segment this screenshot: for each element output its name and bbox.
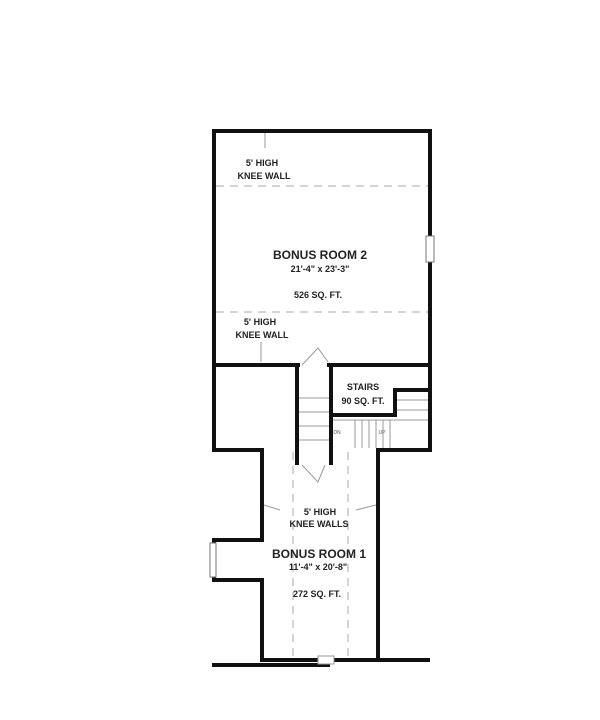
walls	[212, 129, 432, 667]
bonus-room-1-area: 272 SQ. FT.	[293, 589, 341, 599]
window-left	[209, 542, 217, 578]
knee-wall-bottom-label-1: 5' HIGH	[244, 317, 276, 327]
knee-walls-label-2: KNEE WALLS	[289, 519, 348, 529]
door-bottom	[317, 655, 335, 665]
stairs-name: STAIRS	[347, 382, 379, 392]
stair-treads	[299, 347, 428, 483]
bonus-room-1-name: BONUS ROOM 1	[272, 547, 366, 561]
bonus-room-2-area: 526 SQ. FT.	[294, 290, 342, 300]
stairs-up: UP	[379, 430, 387, 436]
bonus-room-1-dims: 11'-4" x 20'-8"	[289, 562, 347, 572]
bonus-room-2-dims: 21'-4" x 23'-3"	[291, 264, 350, 274]
stairs-dn: DN	[333, 430, 341, 436]
knee-walls-label-1: 5' HIGH	[304, 507, 336, 517]
stairs-area: 90 SQ. FT.	[341, 396, 384, 406]
knee-wall-top-label-1: 5' HIGH	[246, 158, 278, 168]
knee-wall-lines	[216, 185, 428, 656]
knee-wall-top-label-2: KNEE WALL	[238, 171, 292, 181]
window-right	[425, 235, 435, 263]
knee-wall-bottom-label-2: KNEE WALL	[236, 330, 290, 340]
bonus-room-2-name: BONUS ROOM 2	[273, 248, 367, 262]
arrows	[260, 133, 377, 511]
